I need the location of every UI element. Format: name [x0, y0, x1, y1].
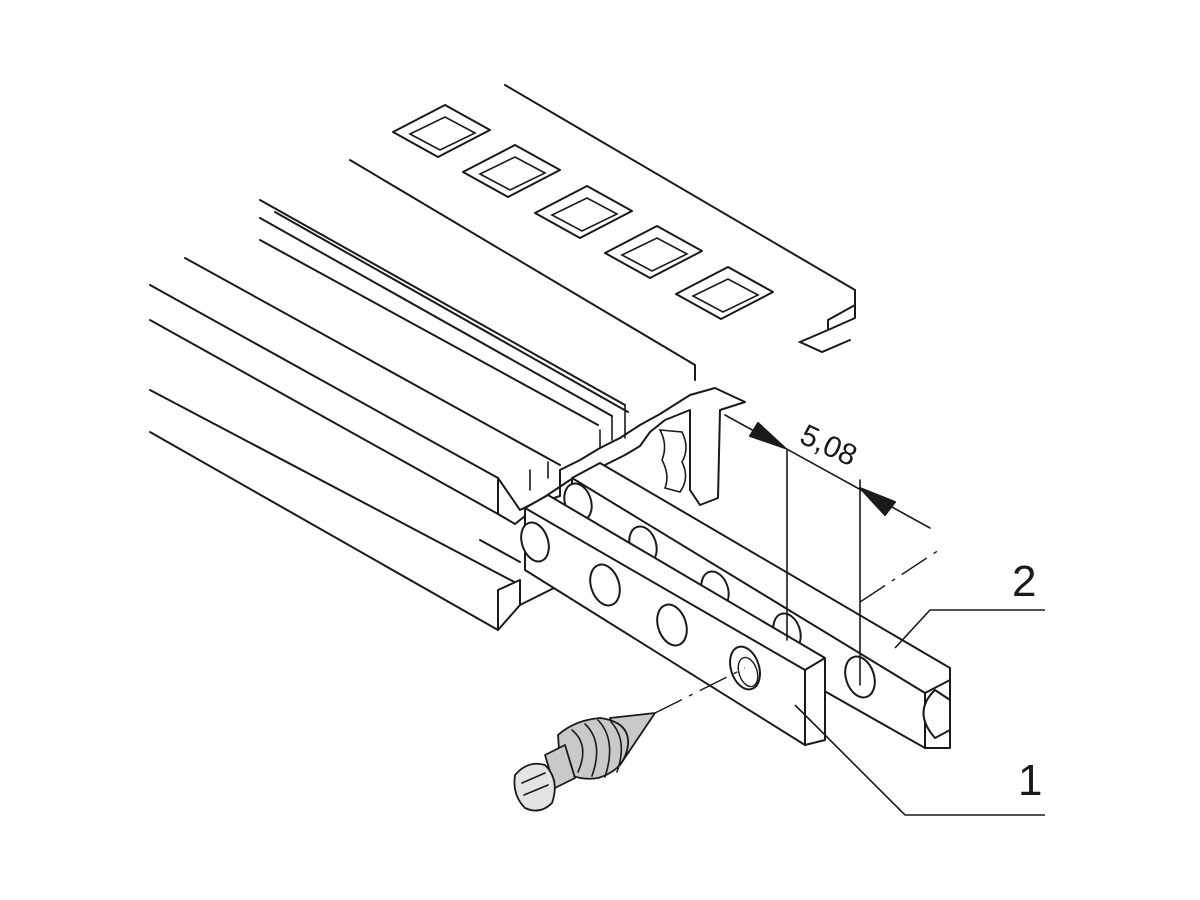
flange-slots — [392, 104, 774, 320]
screw-axis-line — [654, 667, 746, 714]
callout-number: 1 — [1018, 756, 1042, 805]
callout-number: 2 — [1012, 557, 1036, 606]
slot — [392, 104, 491, 158]
slot — [462, 144, 561, 198]
hole — [589, 563, 621, 607]
callout-2: 2 — [894, 557, 1045, 649]
top-flange — [349, 84, 856, 381]
hole — [656, 603, 688, 647]
rail-body — [149, 199, 746, 631]
slot — [604, 225, 703, 279]
hole — [520, 521, 550, 563]
pitch-value: 5,08 — [795, 418, 862, 473]
slot — [534, 185, 633, 239]
screw-icon — [513, 712, 656, 812]
callout-1: 1 — [794, 704, 1045, 816]
slot — [675, 266, 774, 320]
